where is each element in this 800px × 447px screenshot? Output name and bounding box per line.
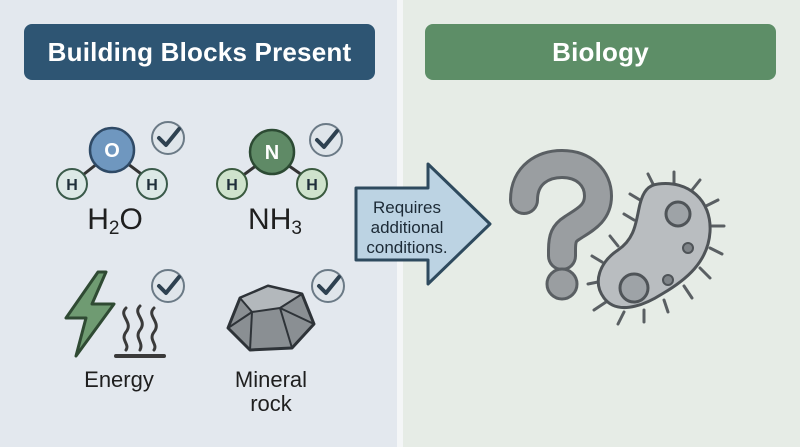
mineral-check-icon <box>311 269 345 303</box>
water-check-icon <box>151 121 185 155</box>
ammonia-nitrogen-symbol: N <box>265 142 279 164</box>
mineral-rock-label: Mineral rock <box>234 367 308 416</box>
ammonia-molecule-icon: N H H <box>216 128 328 200</box>
mineral-rock-icon <box>226 284 316 352</box>
microbe-cell-icon <box>586 170 726 326</box>
water-hydrogen-left: H <box>66 177 78 194</box>
building-blocks-header: Building Blocks Present <box>24 24 375 80</box>
water-formula: H2O <box>87 203 143 239</box>
water-hydrogen-right: H <box>146 177 158 194</box>
biology-header: Biology <box>425 24 776 80</box>
building-blocks-title: Building Blocks Present <box>47 36 352 67</box>
heat-waves-icon <box>114 304 166 358</box>
biology-title: Biology <box>552 36 649 67</box>
transition-arrow-icon <box>354 162 492 286</box>
ammonia-hydrogen-right: H <box>306 177 318 194</box>
ammonia-hydrogen-left: H <box>226 177 238 194</box>
question-mark-icon <box>509 149 613 301</box>
energy-check-icon <box>151 269 185 303</box>
water-molecule-icon: O H H <box>56 126 168 200</box>
energy-label: Energy <box>84 367 154 392</box>
ammonia-formula: NH3 <box>248 203 302 239</box>
ammonia-check-icon <box>309 123 343 157</box>
water-oxygen-symbol: O <box>104 140 120 162</box>
lightning-bolt-icon <box>64 270 116 358</box>
arrow-caption: Requires additional conditions. <box>366 198 448 257</box>
